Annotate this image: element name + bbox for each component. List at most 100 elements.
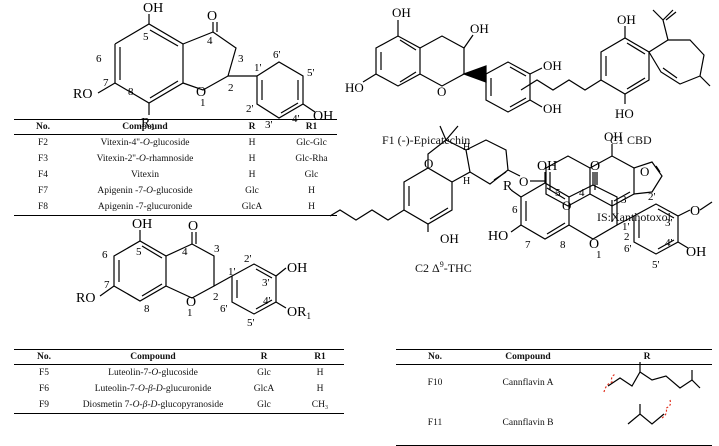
- atom-num-5p: 5': [247, 317, 255, 329]
- atom-num-4: 4: [182, 246, 188, 258]
- cell-compound: Luteolin-7-O-glucoside: [108, 368, 198, 378]
- atom-oh: OH: [132, 217, 152, 232]
- cell-compound: Cannflavin A: [502, 378, 554, 388]
- atom-num-6: 6: [96, 53, 102, 65]
- cell-r1: Glc: [304, 170, 319, 180]
- atom-num-4p: 4': [665, 237, 673, 249]
- substituent-geranyl: [603, 362, 701, 393]
- atom-num-1: 1: [200, 97, 206, 109]
- atom-num-4p: 4': [263, 295, 271, 307]
- atom-num-7: 7: [104, 279, 110, 291]
- structure-b-labels: OH O 5 4 3 6 7 8 2 1 1' 2' 3' 4' 5' 6' O…: [76, 217, 311, 329]
- cell-r: GlcA: [253, 384, 275, 394]
- table-b-body: F5 Luteolin-7-O-glucoside Glc H F6 Luteolin-7…: [14, 365, 344, 414]
- atom-num-5p: 5': [307, 67, 315, 79]
- col-header: No.: [14, 349, 74, 365]
- cell-no: F4: [37, 170, 49, 180]
- caption-is: IS:Xanthotoxol: [597, 210, 671, 224]
- cell-no: F2: [37, 138, 49, 148]
- cell-no: F6: [38, 384, 50, 394]
- atom-o-keto: O: [590, 159, 600, 174]
- cell-r: Glc: [245, 186, 259, 196]
- cell-no: F7: [37, 186, 49, 196]
- col-header: R: [232, 349, 296, 365]
- table-row: F5 Luteolin-7-O-glucoside Glc H: [14, 365, 344, 382]
- atom-num-5: 5: [136, 246, 142, 258]
- caption-c2: C2 Δ9-THC: [415, 260, 472, 275]
- structure-f1-labels: OH OH HO O OH OH: [345, 5, 562, 116]
- cell-no: F5: [38, 368, 50, 378]
- col-header: R: [582, 349, 712, 365]
- atom-num-4: 4: [207, 35, 213, 47]
- atom-num-2p: 2': [648, 191, 656, 203]
- atom-o-keto: O: [207, 9, 217, 24]
- col-header: R: [218, 119, 286, 135]
- atom-o-ring: O: [196, 85, 206, 100]
- col-header: No.: [396, 349, 474, 365]
- atom-o: O: [562, 198, 571, 213]
- cell-r1: Glc-Rha: [295, 154, 328, 164]
- cell-compound: Vitexin-4''-O-glucoside: [100, 138, 190, 148]
- cell-r: H: [248, 170, 256, 180]
- col-header: Compound: [474, 349, 582, 365]
- cell-no: F10: [427, 378, 443, 388]
- atom-ho: HO: [488, 229, 508, 244]
- atom-oh: OH: [440, 231, 459, 246]
- structure-c1-labels: OH HO: [615, 12, 636, 121]
- atom-num-1: 1: [596, 249, 602, 261]
- cell-r: Glc: [232, 397, 296, 414]
- atom-num-2p: 2': [244, 253, 252, 265]
- cell-r1: Glc-Glc: [296, 138, 327, 148]
- table-row: F10 Cannflavin A: [396, 365, 712, 402]
- atom-ho: HO: [345, 80, 364, 95]
- atom-num-8: 8: [128, 86, 134, 98]
- atom-num-7: 7: [525, 239, 531, 251]
- atom-oh: OH: [617, 12, 636, 27]
- atom-oh: OH: [143, 1, 163, 16]
- atom-o: O: [640, 164, 649, 179]
- cell-r1: H: [308, 186, 315, 196]
- structure-c1-cbd: [520, 9, 711, 104]
- atom-num-2: 2: [624, 231, 630, 243]
- atom-o-ring: O: [186, 295, 196, 310]
- caption-f1: F1 (-)-Epicatechin: [382, 133, 471, 147]
- atom-num-6p: 6': [220, 303, 228, 315]
- atom-num-6: 6: [102, 249, 108, 261]
- atom-o-ring: O: [589, 237, 599, 252]
- atom-oh: OH: [392, 5, 411, 20]
- structure-is-labels: OH O O O: [519, 129, 649, 213]
- cell-r: Glc: [257, 368, 271, 378]
- atom-ro: RO: [73, 87, 92, 102]
- atom-num-8: 8: [144, 303, 150, 315]
- cell-compound: Apigenin -7-glucuronide: [72, 199, 218, 216]
- atom-num-1p: 1': [254, 62, 262, 74]
- atom-num-8: 8: [560, 239, 566, 251]
- atom-num-1p: 1': [228, 266, 236, 278]
- atom-o: O: [519, 174, 528, 189]
- atom-oh: OH: [604, 129, 623, 144]
- structure-c2-labels: O H H OH: [424, 142, 470, 246]
- atom-o-methoxy: O: [690, 204, 700, 219]
- cell-r1: H: [316, 368, 324, 378]
- atom-num-5: 5: [555, 187, 561, 199]
- atom-ho: HO: [615, 106, 634, 121]
- atom-o: O: [424, 156, 433, 171]
- cell-no: F9: [14, 397, 74, 414]
- cell-no: F3: [37, 154, 49, 164]
- col-header: Compound: [72, 119, 218, 135]
- cell-r-structure: [582, 401, 712, 446]
- structure-c2-thc: [329, 125, 521, 232]
- caption-c1: C1 CBD: [610, 133, 652, 147]
- atom-num-6p: 6': [624, 243, 632, 255]
- atom-num-3: 3: [238, 53, 244, 65]
- atom-h: H: [463, 176, 470, 187]
- atom-num-7: 7: [103, 77, 109, 89]
